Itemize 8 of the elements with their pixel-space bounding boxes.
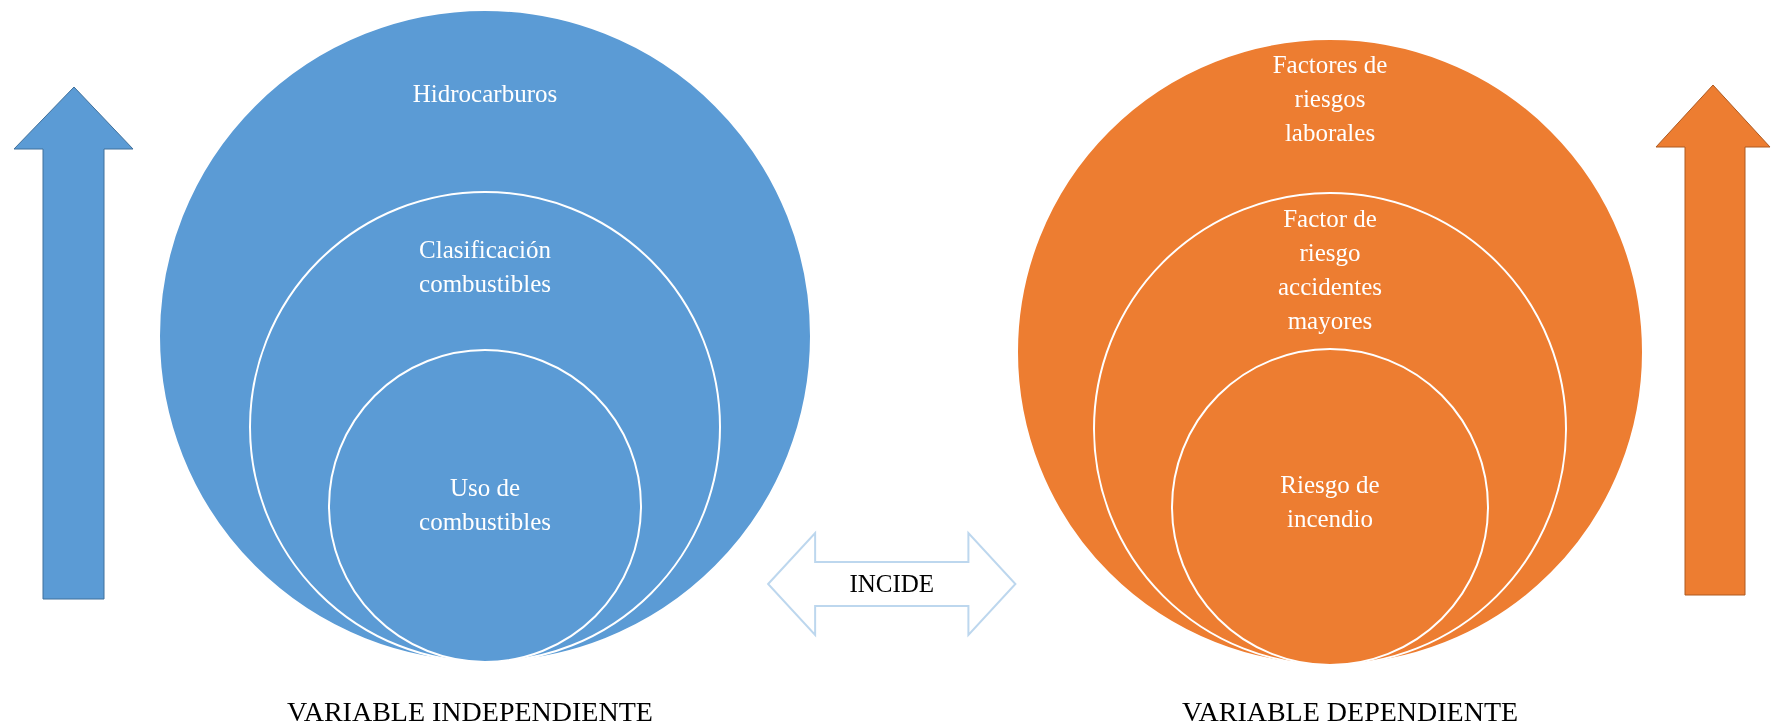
circle-label: Clasificación combustibles [418,235,552,299]
node-label: VARIABLE DEPENDIENTE [1181,696,1519,727]
circle-label: Hidrocarburos [411,79,559,109]
node-label: VARIABLE INDEPENDIENTE [287,696,653,727]
circle-label: Factores de riesgos laborales [1271,50,1389,148]
circle-label: Factor de riesgo accidentes mayores [1276,204,1384,336]
circle-label: Uso de combustibles [418,473,552,537]
circle-label: Riesgo de incendio [1279,470,1381,534]
